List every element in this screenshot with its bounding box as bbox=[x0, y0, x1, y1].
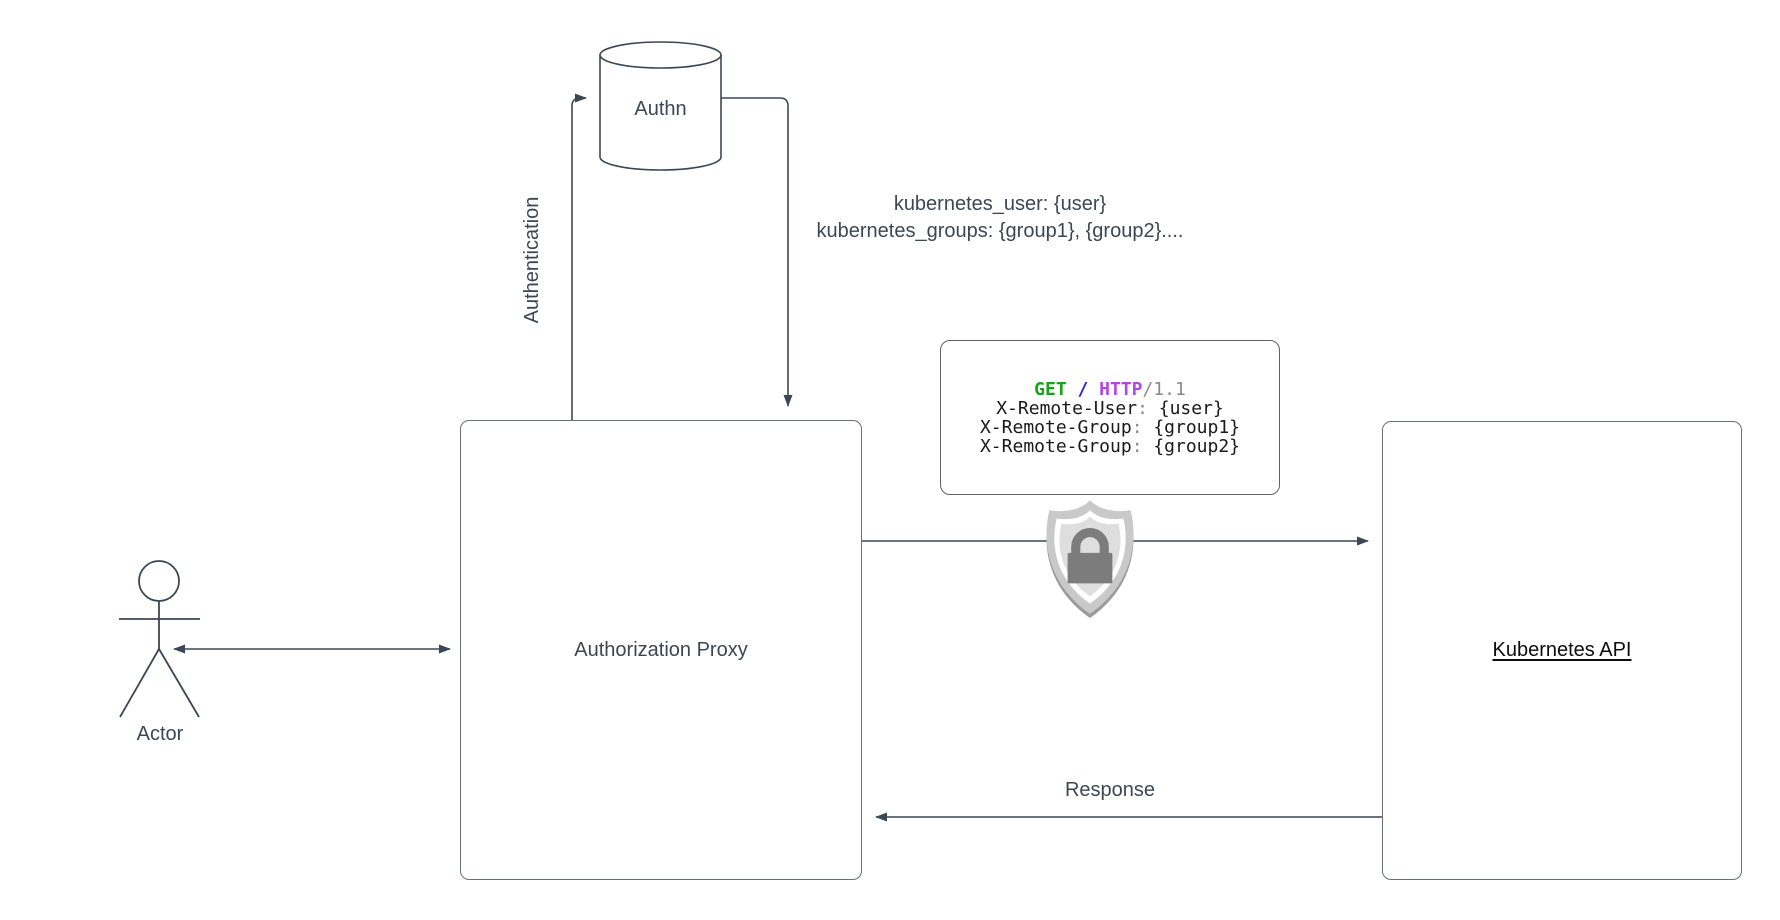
header-value: {user} bbox=[1158, 397, 1224, 419]
authn-result-line-1: kubernetes_user: {user} bbox=[893, 193, 1107, 215]
authn-result-line-2: kubernetes_groups: {group1}, {group2}...… bbox=[816, 220, 1184, 242]
header-line-remote-user: X-Remote-User : {user} bbox=[996, 399, 1224, 418]
header-name: X-Remote-Group bbox=[979, 416, 1132, 438]
http-version-token: /1.1 bbox=[1142, 378, 1186, 400]
response-edge-label: Response bbox=[1064, 779, 1156, 801]
header-colon: : bbox=[1131, 416, 1143, 438]
person-icon bbox=[119, 560, 200, 718]
authentication-edge-label: Authentication bbox=[521, 196, 543, 324]
authn-return-connector bbox=[721, 97, 793, 407]
kubernetes-api-label: Kubernetes API bbox=[1492, 639, 1632, 661]
http-method-token: GET bbox=[1034, 378, 1067, 400]
header-value: {group2} bbox=[1153, 435, 1241, 457]
authorization-proxy-node: Authorization Proxy bbox=[460, 420, 862, 880]
lock-icon bbox=[1067, 528, 1113, 584]
header-line-remote-group-2: X-Remote-Group : {group2} bbox=[980, 437, 1240, 456]
shield-lock-icon bbox=[1046, 500, 1134, 618]
authn-label: Authn bbox=[634, 98, 687, 120]
kubernetes-api-node: Kubernetes API bbox=[1382, 421, 1742, 880]
header-colon: : bbox=[1137, 397, 1148, 419]
authentication-connector bbox=[571, 93, 587, 420]
http-request-code-block: GET / HTTP /1.1 X-Remote-User : {user} X… bbox=[940, 340, 1280, 495]
authorization-proxy-label: Authorization Proxy bbox=[574, 638, 748, 661]
authn-result-edge-label: kubernetes_user: {user} kubernetes_group… bbox=[700, 191, 1300, 245]
http-protocol-token: HTTP bbox=[1099, 378, 1143, 400]
http-path-token: / bbox=[1077, 378, 1089, 400]
header-line-remote-group-1: X-Remote-Group : {group1} bbox=[980, 418, 1240, 437]
actor-label: Actor bbox=[136, 723, 184, 745]
header-value: {group1} bbox=[1153, 416, 1241, 438]
request-line: GET / HTTP /1.1 bbox=[1034, 380, 1186, 399]
header-name: X-Remote-Group bbox=[979, 435, 1132, 457]
header-colon: : bbox=[1131, 435, 1143, 457]
header-name: X-Remote-User bbox=[996, 397, 1138, 419]
database-cylinder-icon bbox=[599, 41, 722, 171]
